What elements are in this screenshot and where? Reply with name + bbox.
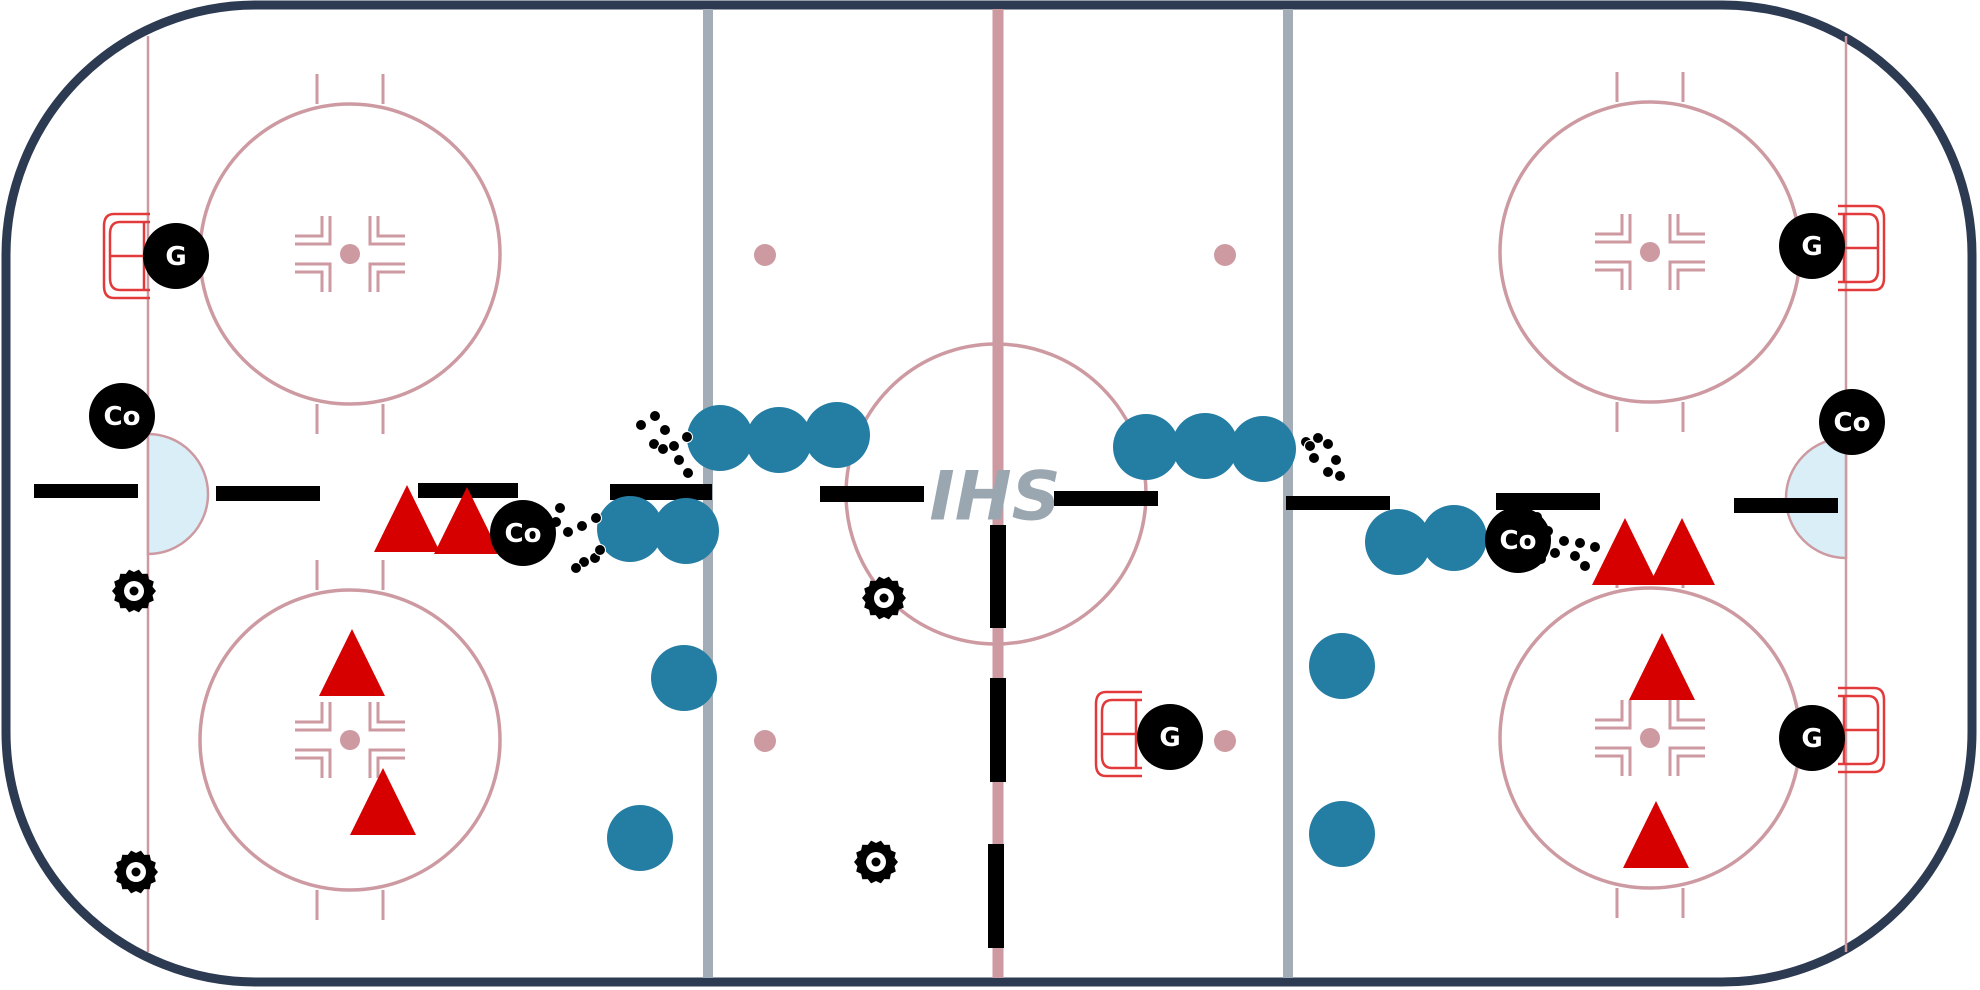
barrier-bar (1734, 498, 1838, 513)
red-triangle (434, 487, 500, 554)
goalie-marker: G (143, 223, 209, 289)
faceoff-markings (1595, 72, 1705, 432)
barrier-bar (1496, 493, 1600, 510)
barrier-bar (34, 484, 138, 498)
barrier-bar (988, 844, 1004, 948)
neutral-dot (1214, 244, 1236, 266)
barrier-bar (1286, 496, 1390, 510)
blue-circle (597, 496, 663, 562)
goalie-marker: G (1779, 213, 1845, 279)
blue-circle (607, 805, 673, 871)
barrier-bar (1054, 491, 1158, 506)
blue-circle (1230, 416, 1296, 482)
red-triangle (350, 768, 416, 835)
faceoff-spot (1640, 242, 1660, 262)
cone-icon (112, 569, 156, 613)
cone-icon (862, 576, 906, 620)
goalie-marker: G (1779, 705, 1845, 771)
coach-marker: Co (490, 500, 556, 566)
goal-net-neutral (1094, 690, 1142, 778)
faceoff-spot (340, 244, 360, 264)
blue-circle (653, 498, 719, 564)
coach-marker-label: Co (1500, 526, 1537, 556)
blue-circle (1172, 413, 1238, 479)
cone-icon (854, 840, 898, 884)
red-triangle (319, 629, 385, 696)
blue-circle (687, 405, 753, 471)
coach-marker: Co (1485, 507, 1551, 573)
red-triangle (1629, 633, 1695, 700)
coach-marker: Co (89, 383, 155, 449)
barrier-bar (216, 486, 320, 501)
blue-circle (804, 402, 870, 468)
neutral-dot (754, 730, 776, 752)
goalie-marker-label: G (1801, 232, 1822, 262)
blue-circle (1365, 509, 1431, 575)
neutral-dot (754, 244, 776, 266)
goalie-marker: G (1137, 704, 1203, 770)
red-triangle (1623, 801, 1689, 868)
coach-marker-label: Co (1834, 408, 1871, 438)
coach-marker-label: Co (505, 519, 542, 549)
goalie-marker-label: G (1159, 723, 1180, 753)
neutral-dot (1214, 730, 1236, 752)
red-triangle (1592, 518, 1658, 585)
goal-crease-left (146, 432, 210, 556)
barrier-bar (820, 486, 924, 502)
goalie-marker-label: G (1801, 724, 1822, 754)
blue-circle (746, 407, 812, 473)
red-triangle (374, 485, 440, 552)
blue-circle (1421, 505, 1487, 571)
rink-logo: IHS (929, 458, 1060, 537)
puck-dots (1300, 432, 1346, 482)
faceoff-markings (295, 74, 405, 434)
coach-marker: Co (1819, 389, 1885, 455)
red-triangle (1649, 518, 1715, 585)
barrier-bar (610, 484, 712, 500)
barrier-bar (990, 525, 1006, 628)
faceoff-spot (340, 730, 360, 750)
faceoff-markings (295, 560, 405, 920)
barrier-bar (990, 678, 1006, 782)
faceoff-circle-bottom-left (198, 588, 502, 892)
blue-circle (1309, 801, 1375, 867)
blue-circle (651, 645, 717, 711)
blue-circle (1113, 414, 1179, 480)
goalie-marker-label: G (165, 242, 186, 272)
coach-marker-label: Co (104, 402, 141, 432)
faceoff-spot (1640, 728, 1660, 748)
blue-circle (1309, 633, 1375, 699)
puck-dots (635, 410, 694, 479)
cone-icon (114, 850, 158, 894)
